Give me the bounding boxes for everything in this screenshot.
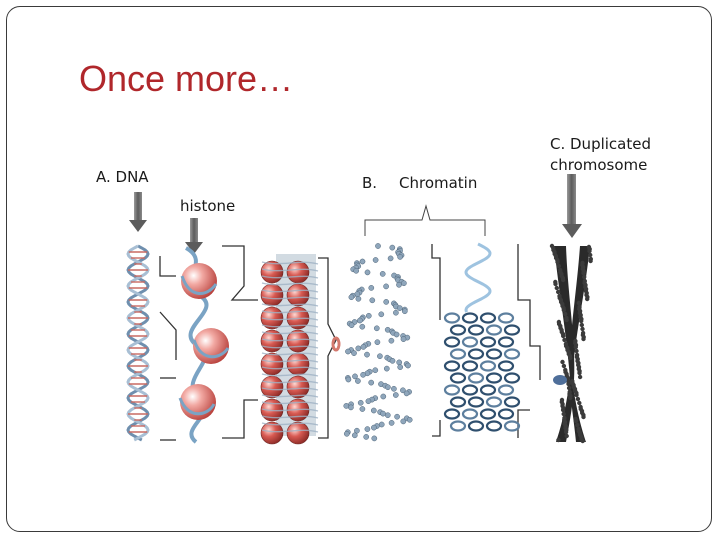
- nucleosome-column: [178, 246, 230, 444]
- condensed-chromatin: [443, 242, 521, 432]
- chromatin-loops: [331, 243, 413, 442]
- duplicated-chromosome: [549, 243, 593, 444]
- arrow-chromosome: [562, 174, 582, 238]
- label-b: B.: [362, 174, 378, 192]
- dna-double-helix: [126, 244, 150, 442]
- slide-title: Once more…: [79, 58, 294, 99]
- label-chromosome-line1: C. Duplicated: [550, 135, 651, 153]
- chromatin-brace: [364, 204, 486, 236]
- label-histone: histone: [180, 197, 236, 215]
- histone-ball: [193, 328, 229, 364]
- arrow-histone: [185, 218, 203, 254]
- label-chromatin: Chromatin: [399, 174, 478, 192]
- arrow-dna: [129, 192, 147, 232]
- slide-frame: [6, 6, 712, 532]
- nucleosome-fiber: [260, 254, 319, 445]
- label-dna: A. DNA: [96, 168, 149, 186]
- label-chromosome-line2: chromosome: [550, 156, 648, 174]
